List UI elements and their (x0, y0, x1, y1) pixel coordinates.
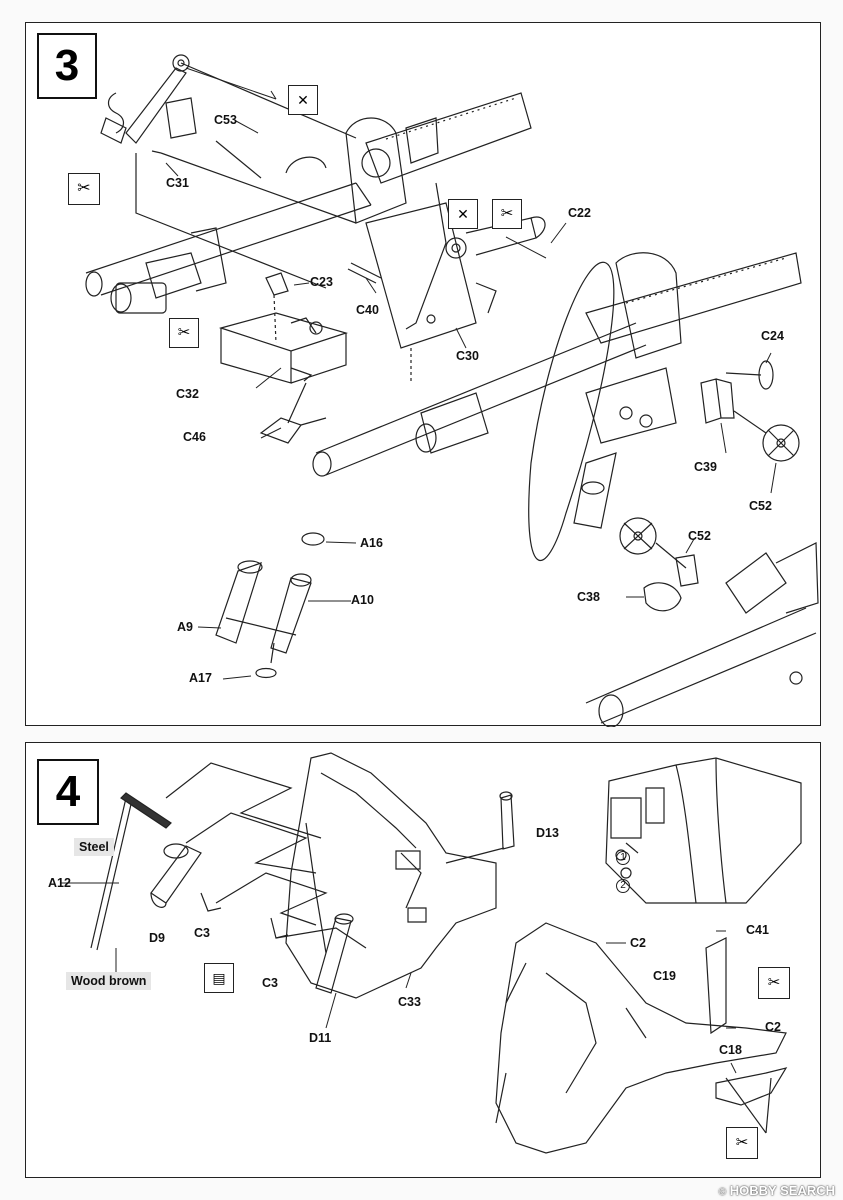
part-label-a9: A9 (177, 620, 193, 634)
part-label-a17: A17 (189, 671, 212, 685)
part-label-c18: C18 (719, 1043, 742, 1057)
part-label-c23: C23 (310, 275, 333, 289)
c32-box (221, 273, 346, 443)
part-label-c52: C52 (688, 529, 711, 543)
glue-warning-icon: ✕ (288, 85, 318, 115)
part-label-a10: A10 (351, 593, 374, 607)
color-tag-steel: Steel (74, 838, 114, 856)
cutter-icon: ✂ (726, 1127, 758, 1159)
part-label-c19: C19 (653, 969, 676, 983)
decal-icon: ▤ (204, 963, 234, 993)
inset-top-view (606, 758, 801, 903)
step-number: 4 (37, 759, 99, 825)
gun-barrel-upper (86, 93, 531, 313)
step-4-diagram (26, 743, 822, 1179)
part-label-c3: C3 (194, 926, 210, 940)
part-label-c2: C2 (630, 936, 646, 950)
part-label-c22: C22 (568, 206, 591, 220)
part-label-c38: C38 (577, 590, 600, 604)
part-label-c39: C39 (694, 460, 717, 474)
watermark: © HOBBY SEARCH (718, 1183, 835, 1198)
rammer-a12 (91, 793, 171, 950)
part-label-c32: C32 (176, 387, 199, 401)
part-label-c41: C41 (746, 923, 769, 937)
part-label-d13: D13 (536, 826, 559, 840)
step-3-diagram (26, 23, 822, 727)
part-label-a12: A12 (48, 876, 71, 890)
part-label-c33: C33 (398, 995, 421, 1009)
part-label-d9: D9 (149, 931, 165, 945)
part-label-c24: C24 (761, 329, 784, 343)
part-label-c3: C3 (262, 976, 278, 990)
part-label-c46: C46 (183, 430, 206, 444)
traverse-assembly (586, 518, 818, 727)
part-label-c52: C52 (749, 499, 772, 513)
color-tag-wood-brown: Wood brown (66, 972, 152, 990)
trail-assembly-lower (496, 923, 786, 1153)
part-label-c2: C2 (765, 1020, 781, 1034)
handwheel-cluster (701, 361, 799, 461)
part-label-a16: A16 (360, 536, 383, 550)
step-4-panel: 4 (25, 742, 821, 1178)
cutter-icon: ✂ (169, 318, 199, 348)
part-label-c40: C40 (356, 303, 379, 317)
step-3-panel: 3 (25, 22, 821, 726)
part-label-c53: C53 (214, 113, 237, 127)
cylinder-assembly (216, 533, 324, 678)
cutter-icon: ✂ (492, 199, 522, 229)
elevation-assembly (101, 55, 356, 288)
callout-2: 2 (616, 879, 630, 893)
part-label-c31: C31 (166, 176, 189, 190)
gun-barrel-lower (313, 253, 801, 561)
part-label-d11: D11 (309, 1031, 332, 1045)
glue-warning-icon: ✕ (448, 199, 478, 229)
cutter-icon: ✂ (68, 173, 100, 205)
part-label-c30: C30 (456, 349, 479, 363)
trail-plate-c33 (286, 753, 496, 998)
cutter-icon: ✂ (758, 967, 790, 999)
step-number: 3 (37, 33, 97, 99)
callout-1: 1 (616, 851, 630, 865)
